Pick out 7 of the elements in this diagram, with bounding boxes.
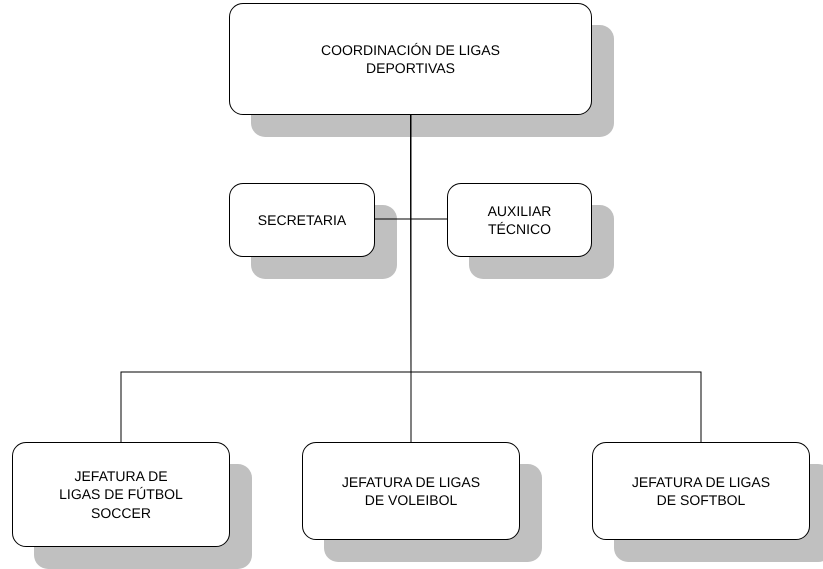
box-label: COORDINACIÓN DE LIGAS DEPORTIVAS	[320, 40, 501, 78]
box-label: AUXILIAR TÉCNICO	[486, 202, 552, 238]
box-label: JEFATURA DE LIGAS DE SOFTBOL	[630, 472, 772, 510]
box-label: JEFATURA DE LIGAS DE FÚTBOL SOCCER	[58, 467, 184, 522]
connector-line	[410, 114, 412, 442]
box-label: SECRETARIA	[258, 210, 346, 230]
box-label: JEFATURA DE LIGAS DE VOLEIBOL	[340, 472, 482, 510]
